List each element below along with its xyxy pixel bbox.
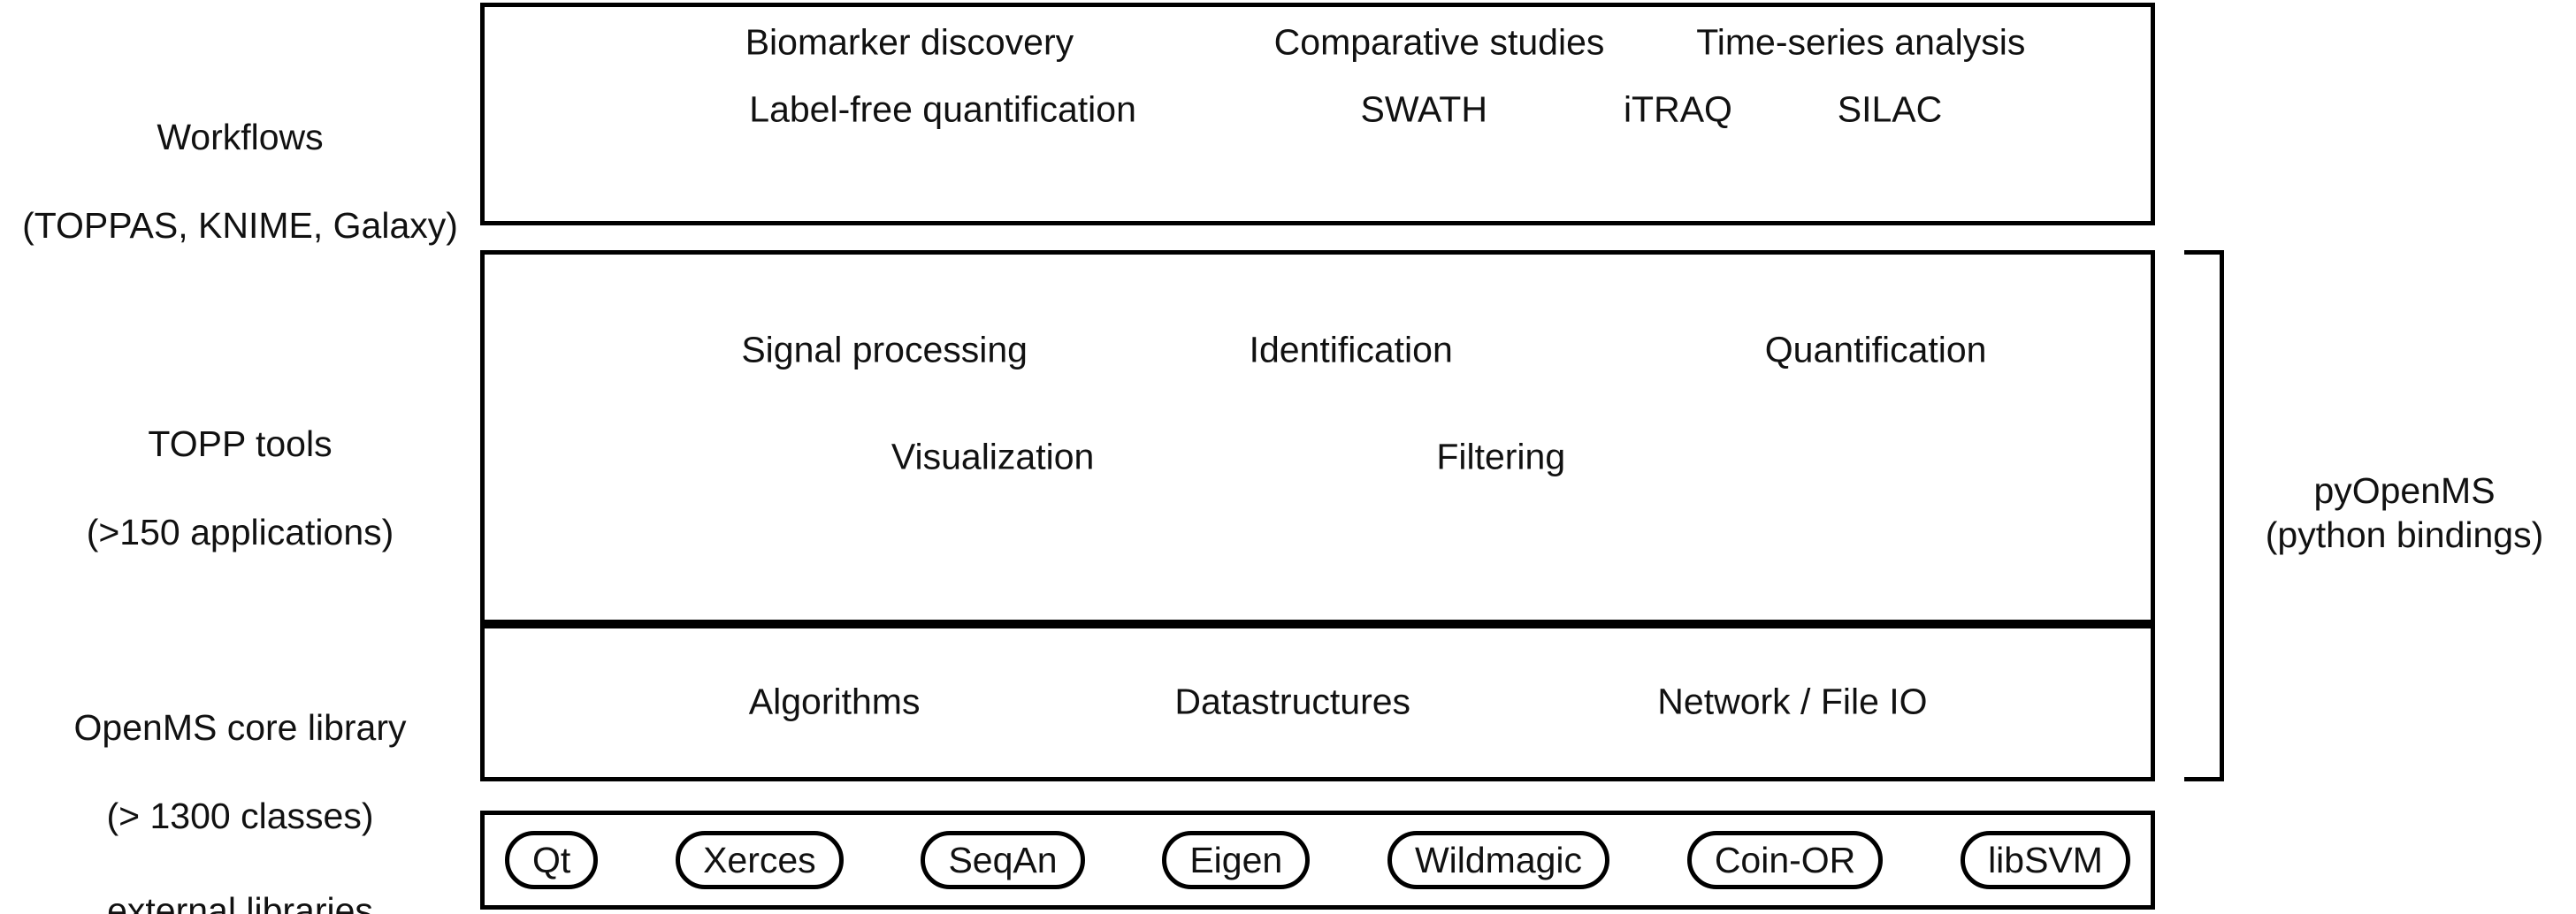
topp-item-quantification: Quantification <box>1764 329 1987 370</box>
topp-item-signal-processing: Signal processing <box>741 329 1028 370</box>
row-label-topp-line1: TOPP tools <box>148 423 333 465</box>
workflows-item-time-series-analysis: Time-series analysis <box>1696 21 2026 63</box>
workflows-item-biomarker-discovery: Biomarker discovery <box>745 21 1074 63</box>
workflows-item-comparative-studies: Comparative studies <box>1273 21 1605 63</box>
external-library-pill-xerces[interactable]: Xerces <box>676 831 844 889</box>
workflows-item-silac: SILAC <box>1837 88 1943 130</box>
external-libraries-pill-row: Qt Xerces SeqAn Eigen Wildmagic Coin-OR … <box>494 825 2141 895</box>
row-label-workflows-line1: Workflows <box>157 117 324 158</box>
row-label-external-line1: external libraries <box>107 890 373 914</box>
topp-tools-box: Signal processing Identification Quantif… <box>480 250 2155 624</box>
pyopenms-bracket <box>2184 250 2224 781</box>
topp-item-visualization: Visualization <box>891 436 1095 477</box>
external-library-pill-seqan[interactable]: SeqAn <box>921 831 1085 889</box>
row-label-topp-tools: TOPP tools (>150 applications) <box>0 377 480 598</box>
external-library-pill-libsvm[interactable]: libSVM <box>1961 831 2130 889</box>
external-library-pill-wildmagic[interactable]: Wildmagic <box>1387 831 1610 889</box>
external-library-pill-coin-or[interactable]: Coin-OR <box>1686 831 1884 889</box>
row-label-topp-line2: (>150 applications) <box>86 512 394 553</box>
topp-item-filtering: Filtering <box>1436 436 1566 477</box>
row-label-workflows: Workflows (TOPPAS, KNIME, Galaxy) <box>0 71 480 292</box>
row-label-core-library: OpenMS core library (> 1300 classes) <box>0 661 480 882</box>
pyopenms-label-line2: (python bindings) <box>2265 514 2544 556</box>
topp-item-identification: Identification <box>1249 329 1453 370</box>
external-library-pill-eigen[interactable]: Eigen <box>1162 831 1311 889</box>
row-label-workflows-line2: (TOPPAS, KNIME, Galaxy) <box>22 205 458 247</box>
core-item-network-file-io: Network / File IO <box>1657 681 1928 722</box>
row-label-core-line1: OpenMS core library <box>73 707 407 749</box>
workflows-item-swath: SWATH <box>1360 88 1487 130</box>
core-item-algorithms: Algorithms <box>748 681 921 722</box>
row-label-core-line2: (> 1300 classes) <box>106 796 374 837</box>
row-label-external-libraries: external libraries <box>0 844 480 914</box>
workflows-item-label-free-quantification: Label-free quantification <box>749 88 1136 130</box>
pyopenms-label-line1: pyOpenMS <box>2313 470 2496 511</box>
core-item-datastructures: Datastructures <box>1174 681 1411 722</box>
external-library-pill-qt[interactable]: Qt <box>505 831 599 889</box>
workflows-item-itraq: iTRAQ <box>1623 88 1732 130</box>
workflows-box: Biomarker discovery Comparative studies … <box>480 3 2155 225</box>
openms-core-library-box: Algorithms Datastructures Network / File… <box>480 624 2155 781</box>
pyopenms-label: pyOpenMS (python bindings) <box>2233 468 2576 557</box>
